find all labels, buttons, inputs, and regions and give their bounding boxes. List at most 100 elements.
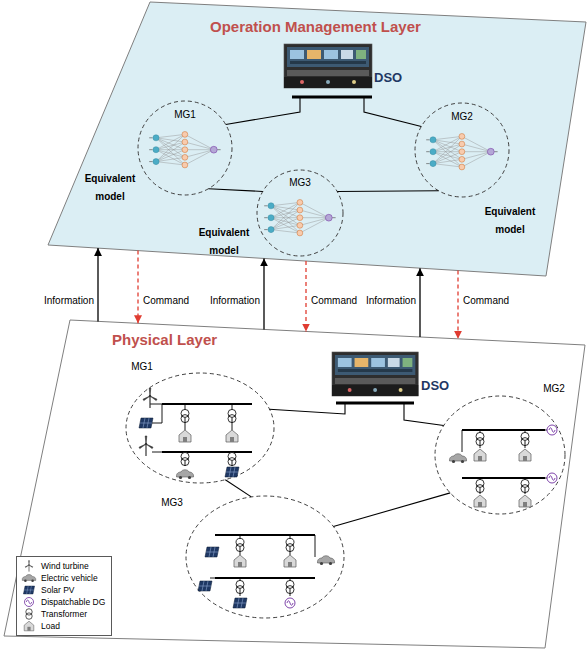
layer-title: Operation Management Layer	[210, 18, 421, 35]
legend-text: Transformer	[41, 609, 87, 619]
information-arrow	[263, 258, 264, 329]
edge-label-holder: Information	[352, 290, 416, 308]
text-holder: MG2	[540, 378, 568, 396]
layer-shape	[4, 320, 585, 648]
dashed-circle	[138, 101, 232, 195]
edge-label: Information	[44, 295, 94, 306]
layer-shape	[48, 2, 586, 276]
layer-title: Physical Layer	[112, 331, 217, 348]
microgrid-label: MG2	[543, 383, 565, 394]
command-arrow	[457, 271, 458, 339]
model-label: Equivalent model	[485, 206, 536, 235]
edge-label-holder: Command	[143, 290, 203, 308]
legend-row: Transformer	[21, 608, 105, 620]
equivalent-model-icon	[264, 200, 335, 236]
legend-sample	[21, 572, 37, 584]
legend-sample	[21, 596, 37, 608]
bus-bar	[292, 96, 372, 99]
text-holder: MG1	[128, 356, 156, 374]
information-arrow	[97, 248, 98, 321]
legend-symbol	[25, 561, 33, 572]
legend-sample	[21, 620, 37, 632]
legend-sample	[21, 608, 37, 620]
microgrid-label: MG1	[131, 361, 153, 372]
microgrid-circle: MG2Equivalent model	[414, 102, 510, 198]
dso-node: DSO	[330, 350, 454, 403]
microgrid-circle: MG1Equivalent model	[137, 100, 233, 196]
edge-label-holder: Information	[30, 290, 94, 308]
text-holder: MG2	[448, 106, 476, 124]
microgrid-network	[198, 535, 335, 608]
model-label: Equivalent model	[199, 227, 250, 256]
network-line	[404, 403, 444, 426]
text-holder: MG3	[158, 492, 186, 510]
dashed-circle	[257, 170, 343, 256]
edge-label: Information	[210, 295, 260, 306]
edge-label-holder: Information	[196, 290, 260, 308]
bus-bar	[336, 402, 414, 405]
command-arrow	[305, 261, 306, 331]
microgrid-network	[449, 425, 557, 507]
legend-sample	[21, 584, 37, 596]
edge-label: Command	[311, 295, 357, 306]
text-holder: DSO	[374, 68, 406, 86]
microgrid-network	[139, 388, 252, 479]
text-holder: Physical Layer	[112, 331, 242, 349]
network-line	[209, 189, 263, 192]
legend-row: Dispatchable DG	[21, 596, 105, 608]
network-line	[337, 190, 438, 192]
text-holder: Operation Management Layer	[210, 18, 470, 36]
text-holder: Equivalent model	[196, 222, 252, 258]
information-arrow	[419, 268, 420, 337]
legend-symbol	[23, 586, 34, 594]
microgrid-label: MG2	[451, 111, 473, 122]
legend-symbol	[26, 609, 32, 620]
text-holder: Equivalent model	[82, 168, 138, 204]
edge-label: Information	[366, 295, 416, 306]
microgrid-circle: MG3Equivalent model	[256, 169, 344, 257]
microgrid-label: MG1	[174, 109, 196, 120]
legend-row: Solar PV	[21, 584, 105, 596]
equivalent-model-icon	[426, 134, 497, 170]
edge-label-holder: Command	[311, 290, 371, 308]
dashed-circle	[415, 103, 509, 197]
legend-text: Wind turbine	[41, 561, 89, 571]
text-holder: Equivalent model	[482, 201, 538, 237]
command-arrow	[137, 251, 138, 324]
network-line	[226, 97, 300, 125]
dashed-circle	[186, 496, 344, 618]
text-holder: MG1	[171, 104, 199, 122]
network-line	[225, 480, 251, 497]
legend-symbol	[22, 575, 36, 582]
dso-label: DSO	[421, 378, 449, 393]
legend-box: Wind turbineElectric vehicleSolar PVDisp…	[16, 556, 112, 636]
microgrid-outline	[125, 372, 275, 484]
legend-text: Dispatchable DG	[41, 597, 105, 607]
microgrid-outline	[434, 395, 566, 515]
legend-row: Electric vehicle	[21, 572, 105, 584]
dso-node: DSO	[282, 42, 406, 97]
legend-row: Wind turbine	[21, 560, 105, 572]
microgrid-outline	[185, 495, 345, 619]
dso-picture	[332, 352, 418, 396]
microgrid-circle: MG3	[185, 495, 345, 619]
network-line	[270, 403, 346, 414]
legend-text: Electric vehicle	[41, 573, 98, 583]
legend-row: Load	[21, 620, 105, 632]
microgrid-label: MG3	[289, 177, 311, 188]
equivalent-model-icon	[149, 132, 220, 168]
legend-text: Load	[41, 621, 60, 631]
legend-symbol	[25, 598, 34, 607]
microgrid-circle: MG1	[125, 372, 275, 484]
legend-symbol	[24, 621, 34, 631]
text-holder: DSO	[421, 376, 453, 394]
edge-label: Command	[143, 295, 189, 306]
microgrid-circle: MG2	[434, 395, 566, 515]
layer-plane: Operation Management LayerDSOMG1Equivale…	[48, 2, 586, 276]
dashed-circle	[126, 373, 274, 483]
network-line	[364, 97, 421, 127]
legend-sample	[21, 560, 37, 572]
